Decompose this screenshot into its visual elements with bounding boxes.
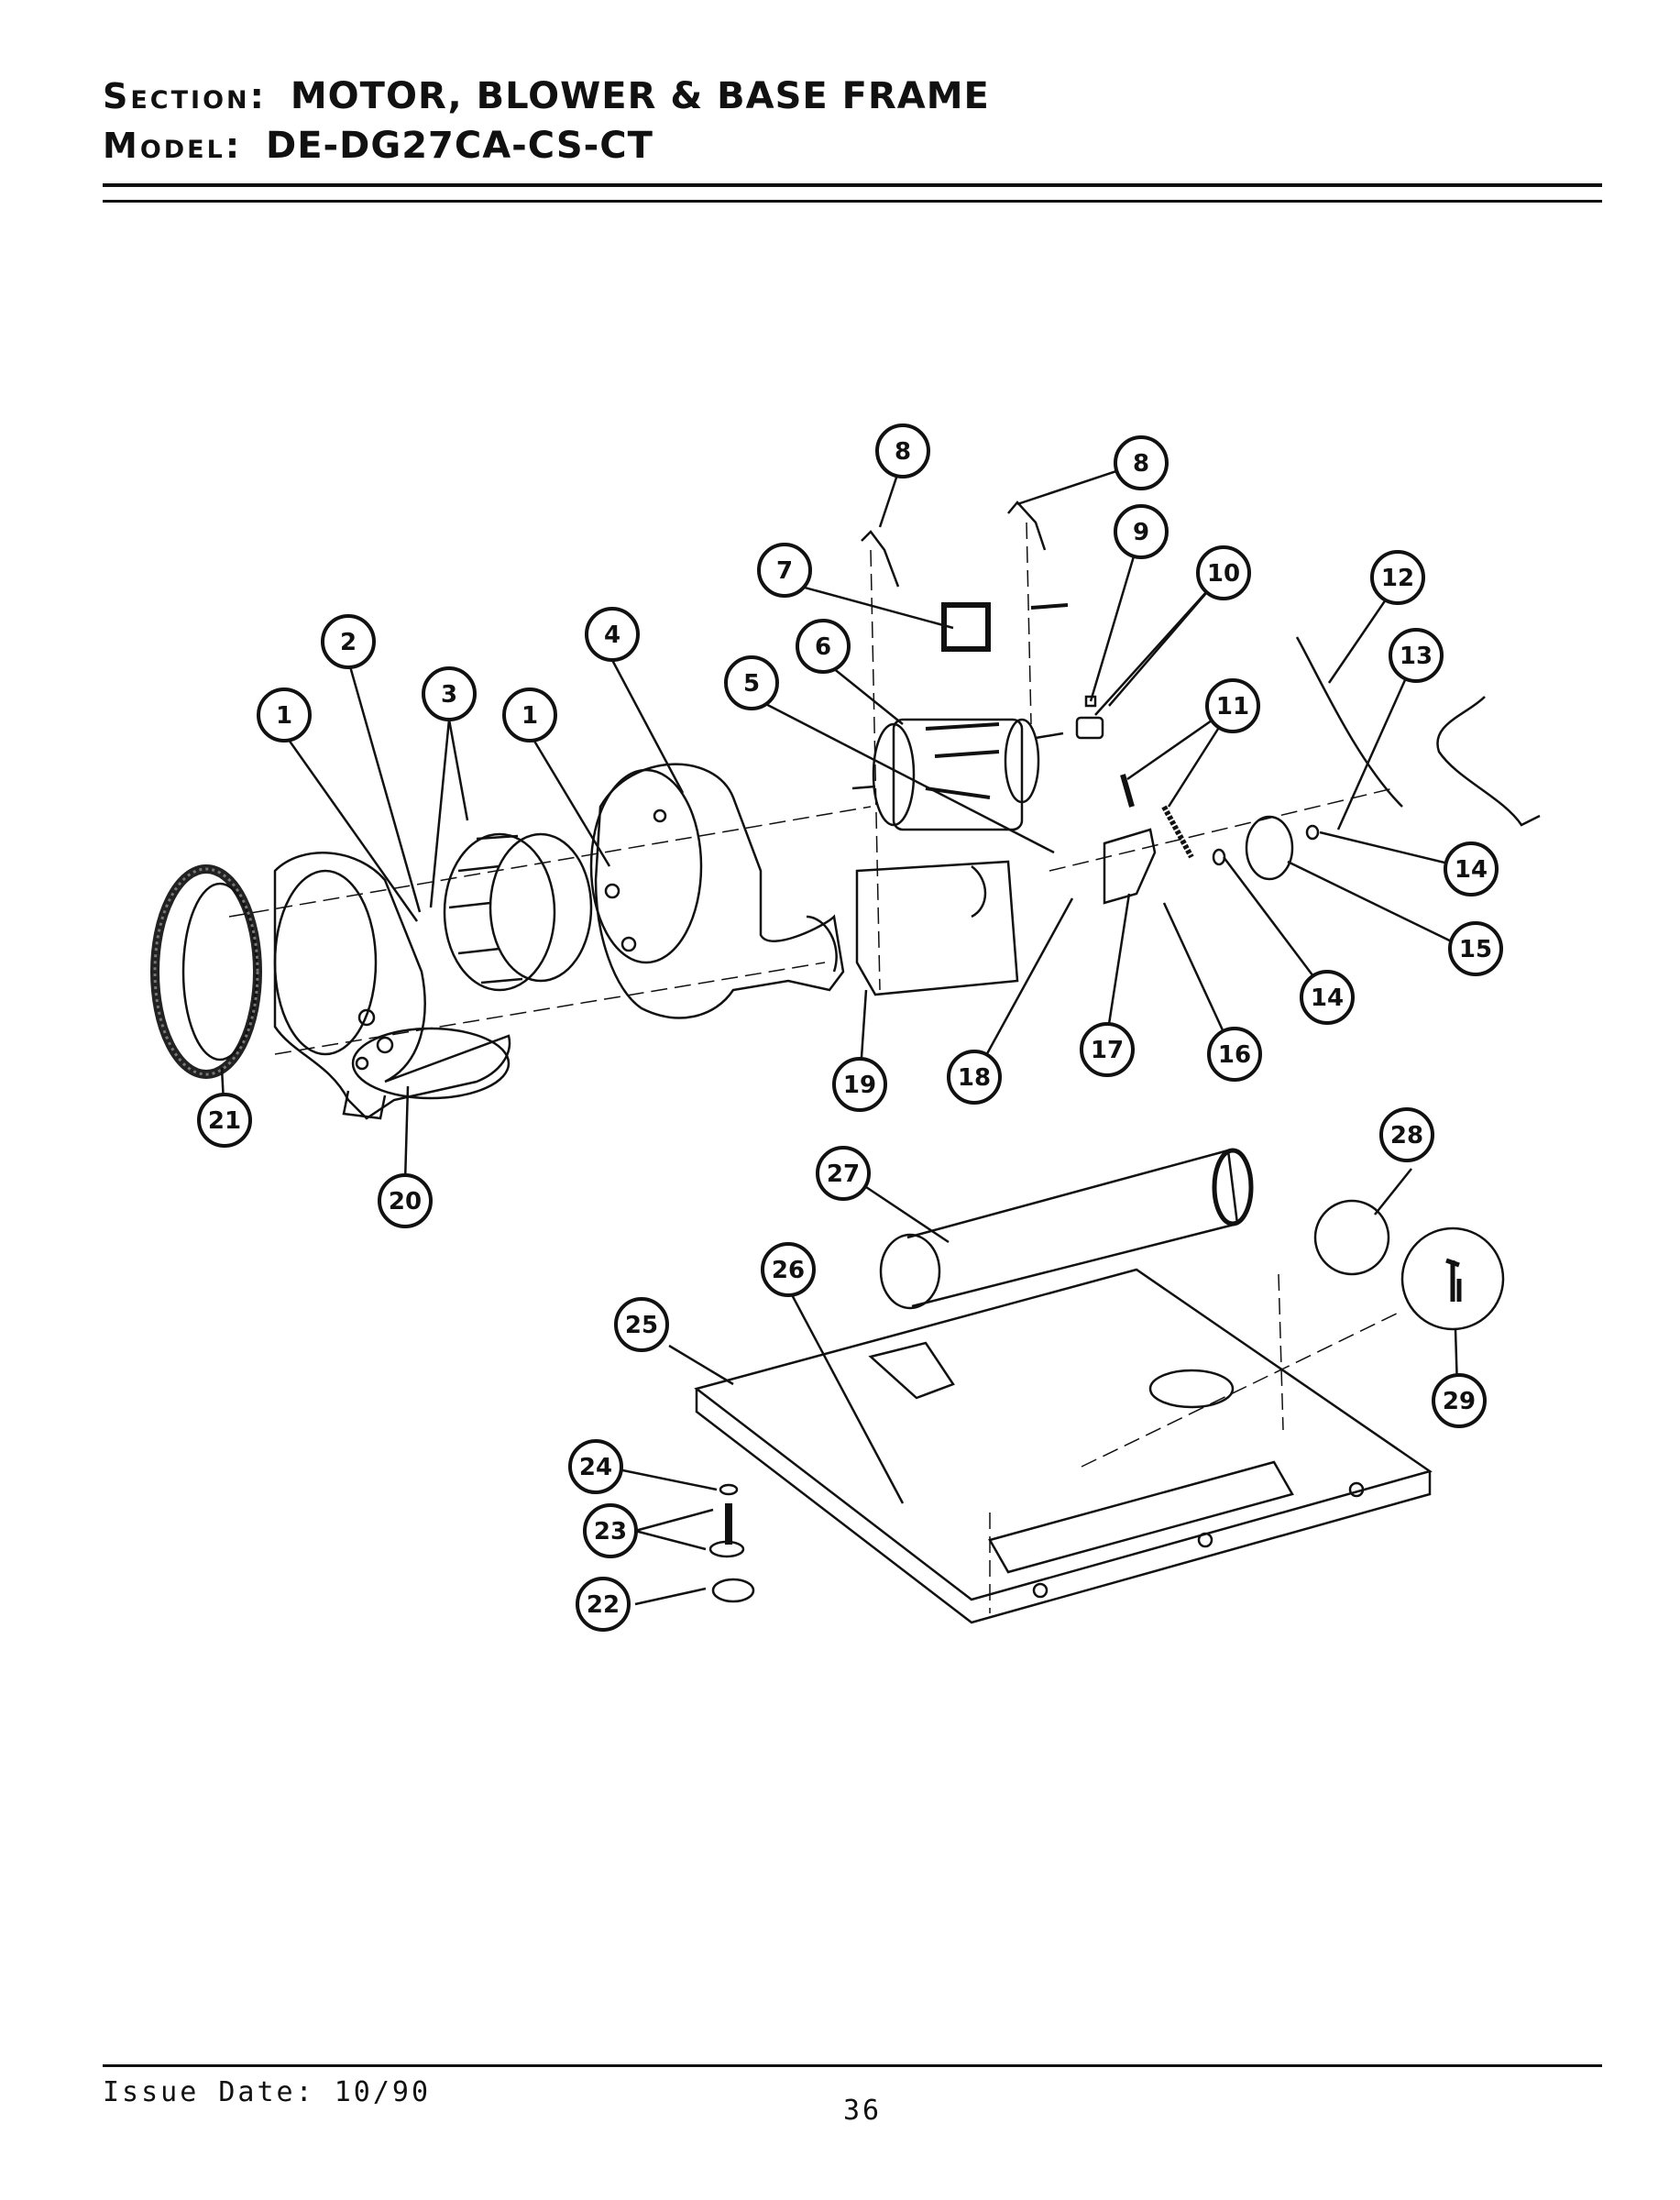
callout-label: 27 (827, 1160, 860, 1188)
callout-label: 8 (895, 438, 911, 466)
section-label: Section: (103, 76, 267, 116)
callout-label: 26 (772, 1257, 805, 1284)
callout-label: 7 (776, 557, 793, 585)
drive-belt (1436, 696, 1541, 827)
idler-washer-a (1212, 848, 1226, 866)
callout-label: 13 (1400, 643, 1433, 670)
exhaust-duct (879, 1148, 1254, 1310)
callout-label: 23 (594, 1518, 627, 1546)
assembly-axes (228, 522, 1403, 1613)
idler-pulley (1245, 815, 1294, 881)
switch-screw (1030, 603, 1069, 610)
callout-label: 12 (1381, 565, 1414, 592)
detail-inset-tab (1400, 1226, 1505, 1331)
callout-label: 6 (815, 633, 831, 661)
callout-label: 4 (604, 622, 620, 649)
section-title: MOTOR, BLOWER & BASE FRAME (290, 75, 990, 117)
callout-label: 21 (208, 1107, 241, 1135)
model-number: DE-DG27CA-CS-CT (266, 125, 653, 167)
callout-label: 1 (276, 702, 292, 730)
blower-wheel (443, 832, 593, 992)
callout-label: 3 (441, 681, 457, 709)
callout-label: 5 (743, 670, 760, 698)
motor-clamp-left (861, 530, 900, 588)
idler-washer-b (1305, 824, 1320, 841)
callout-label: 14 (1311, 984, 1344, 1012)
header-rule-bottom (103, 200, 1602, 203)
callout-label: 29 (1443, 1388, 1476, 1415)
callout-label: 2 (340, 629, 357, 656)
callout-label: 15 (1459, 936, 1492, 963)
mount-clip (971, 865, 987, 918)
motor-mount-bracket (855, 860, 1019, 996)
callout-circles (197, 424, 1503, 1632)
callout-label: 25 (625, 1312, 658, 1339)
model-line: Model: DE-DG27CA-CS-CT (103, 125, 653, 167)
callout-labels: 1 2 3 1 4 5 6 7 8 8 9 10 11 12 13 14 15 … (208, 438, 1492, 1619)
blower-seal-ring (150, 864, 262, 1079)
idler-spring-b (1161, 805, 1194, 859)
leader-lines (220, 457, 1472, 1606)
callout-label: 22 (587, 1591, 620, 1619)
parts-drawing (150, 500, 1541, 1624)
callout-label: 20 (389, 1188, 422, 1216)
section-line: Section: MOTOR, BLOWER & BASE FRAME (103, 75, 990, 117)
model-label: Model: (103, 126, 243, 166)
detail-inset-clip (1313, 1199, 1390, 1276)
drive-motor (851, 718, 1064, 831)
blower-front-housing (273, 852, 511, 1120)
callout-label: 11 (1216, 693, 1249, 720)
issue-date: Issue Date: 10/90 (103, 2076, 432, 2108)
motor-switch (941, 602, 991, 652)
callout-label: 19 (843, 1072, 876, 1099)
tab-fastener (1445, 1258, 1462, 1302)
footer-rule (103, 2064, 1602, 2067)
drum-belt (1295, 636, 1403, 808)
motor-clamp-right (1007, 500, 1047, 551)
page-number: 36 (843, 2095, 883, 2127)
blower-rear-housing (589, 763, 845, 1019)
callout-label: 8 (1133, 450, 1149, 478)
header-rule-top (103, 183, 1602, 187)
callout-label: 24 (579, 1454, 612, 1481)
base-frame (694, 1268, 1433, 1624)
callout-label: 14 (1455, 856, 1488, 884)
callout-label: 1 (522, 702, 538, 730)
callout-label: 10 (1207, 560, 1240, 588)
callout-label: 18 (958, 1064, 991, 1092)
set-screw (1084, 695, 1097, 708)
leveling-leg (708, 1483, 755, 1603)
callout-label: 17 (1091, 1037, 1124, 1064)
callout-label: 9 (1133, 519, 1149, 546)
callout-label: 16 (1218, 1041, 1251, 1069)
idler-spring-a (1120, 774, 1135, 808)
pulley-collar (1075, 716, 1104, 740)
callout-label: 28 (1390, 1122, 1423, 1150)
idler-bracket (1103, 828, 1157, 905)
